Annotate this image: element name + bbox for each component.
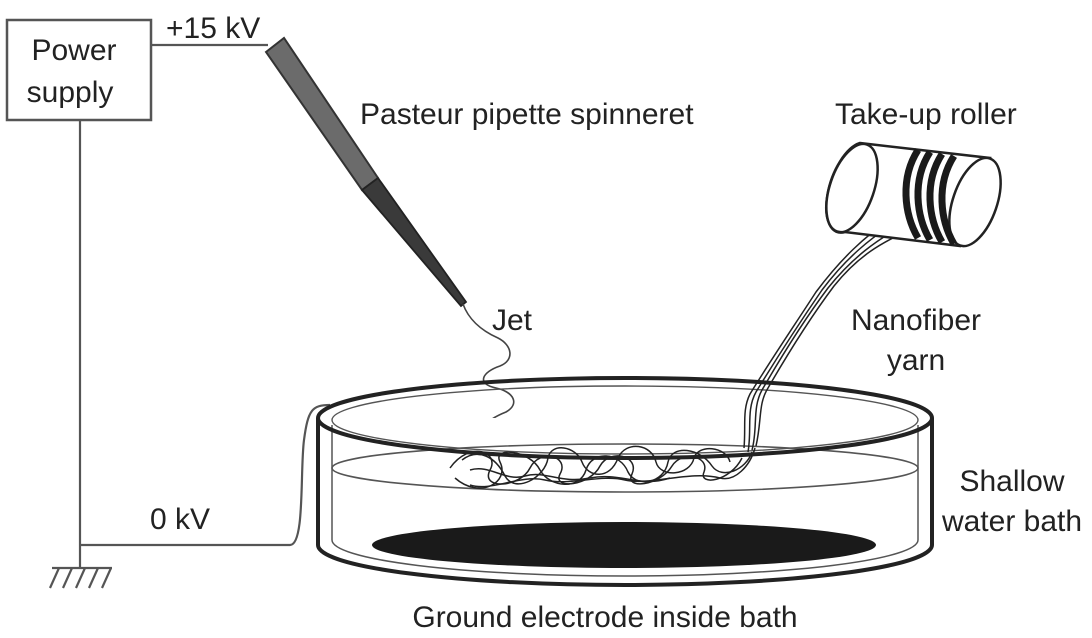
bath-label-line2: water bath	[941, 505, 1082, 538]
roller-wound-bands	[902, 148, 958, 246]
ground-wire	[78, 120, 331, 568]
ground-symbol-icon	[48, 566, 113, 589]
roller-right-end	[948, 156, 1002, 248]
roller-label: Take-up roller	[835, 98, 1017, 131]
ground-electrode	[372, 522, 876, 568]
electrode-label: Ground electrode inside bath	[412, 601, 797, 634]
water-surface	[331, 443, 919, 493]
water-bath	[316, 376, 934, 587]
bath-label-line1: Shallow	[959, 465, 1064, 498]
nanofiber-yarn	[743, 213, 911, 453]
yarn-label-line1: Nanofiber	[851, 304, 981, 337]
yarn-label-line2: yarn	[887, 344, 945, 377]
power-supply-label-line1: Power	[31, 34, 116, 67]
pasteur-pipette	[264, 36, 468, 308]
voltage-high-label: +15 kV	[166, 12, 260, 45]
bath-inner-wall	[331, 425, 919, 577]
bath-rim-inner	[331, 385, 919, 455]
power-supply-box	[5, 18, 153, 122]
pipette-tip	[360, 176, 468, 308]
power-supply-label-line2: supply	[27, 76, 114, 109]
fiber-mat	[449, 445, 756, 489]
jet-label: Jet	[492, 304, 533, 337]
take-up-roller	[825, 141, 1002, 248]
voltage-low-label: 0 kV	[150, 503, 210, 536]
roller-left-end	[825, 142, 879, 234]
power-supply: Power supply	[5, 18, 153, 122]
spinneret-label: Pasteur pipette spinneret	[360, 98, 694, 131]
